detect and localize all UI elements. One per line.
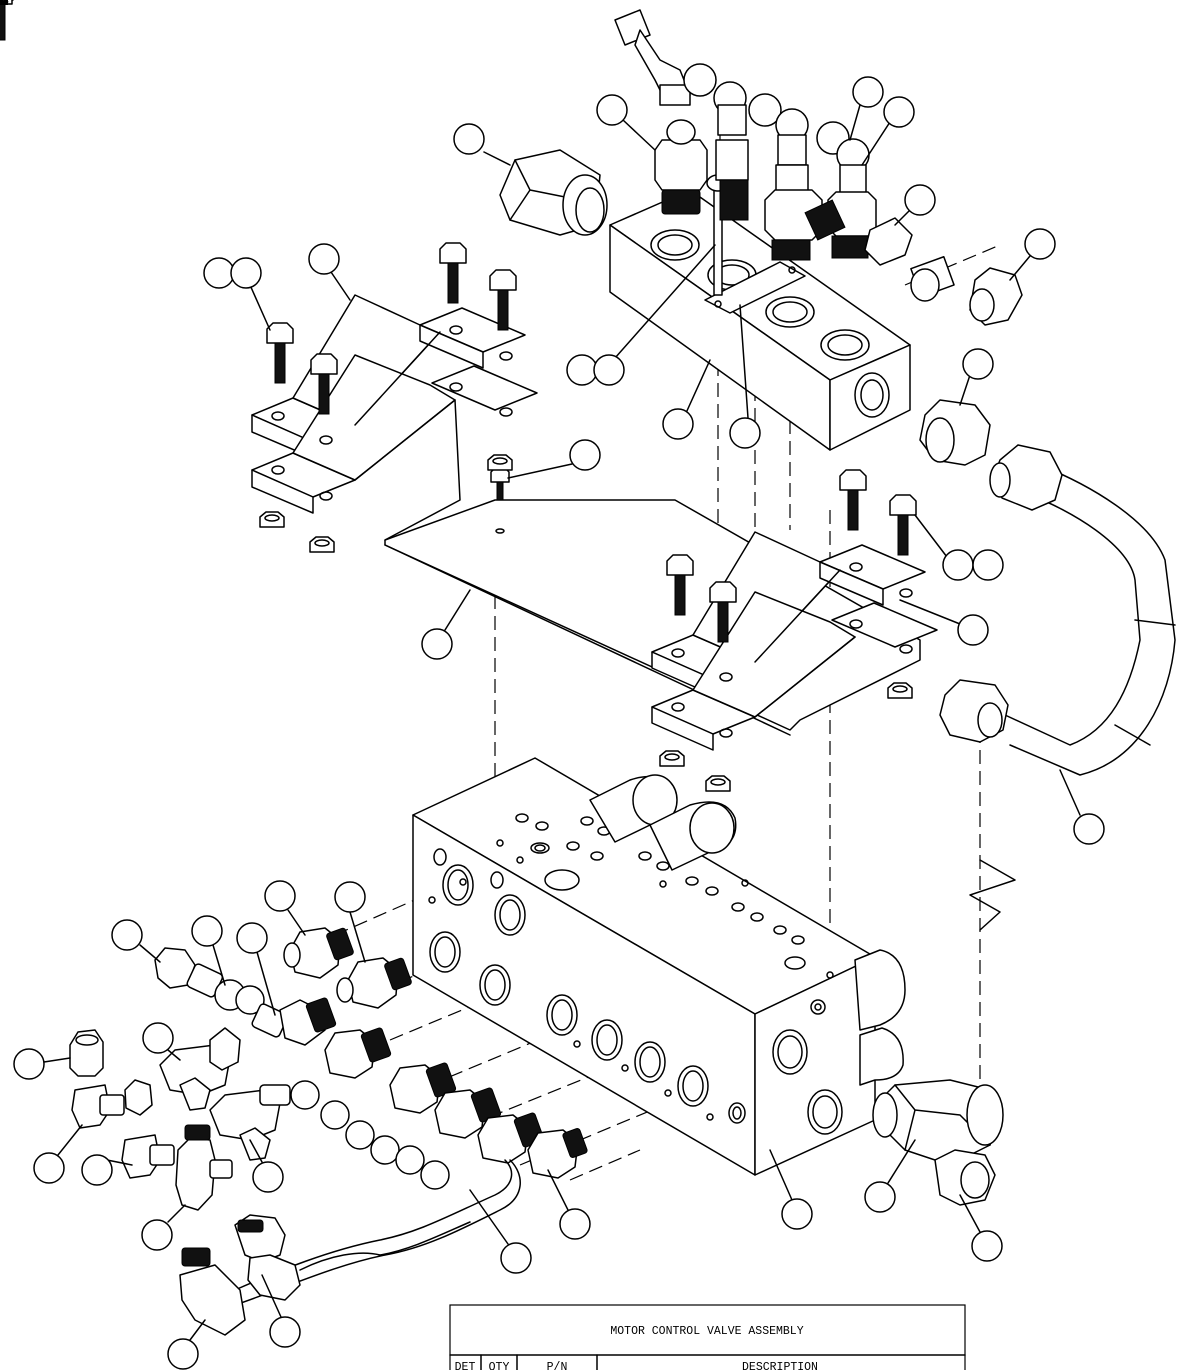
balloon-4: 4: [0, 0, 711, 440]
svg-text:16: 16: [0, 0, 9, 9]
svg-text:11: 11: [0, 0, 9, 9]
svg-text:16: 16: [0, 0, 9, 9]
balloon-9: 9: [0, 0, 936, 226]
title-block-title: MOTOR CONTROL VALVE ASSEMBLY: [610, 1325, 803, 1338]
balloon-14: 14: [0, 0, 716, 386]
main-manifold-block: [412, 757, 906, 1176]
balloon-15: 15: [0, 0, 601, 479]
clamp-right: [651, 531, 938, 751]
balloon-8: 8: [0, 0, 284, 1193]
svg-text:3: 3: [0, 0, 5, 9]
balloon-20: 20: [0, 0, 1105, 845]
svg-text:11: 11: [0, 0, 9, 9]
svg-text:18: 18: [0, 0, 9, 9]
svg-text:20: 20: [0, 0, 9, 9]
fitting-large-lower: [872, 1079, 1004, 1206]
balloon-9: 9: [0, 0, 591, 1240]
svg-text:17: 17: [0, 0, 9, 9]
column-qty: QTY: [489, 1361, 510, 1370]
svg-text:13: 13: [0, 0, 9, 9]
callout-balloons: 10 9 11 12 9 6 7 17 16: [0, 0, 1105, 1370]
svg-text:2: 2: [0, 0, 5, 9]
balloon-9: 9: [0, 0, 656, 151]
upper-manifold-block: [609, 174, 911, 451]
balloon-12: 12: [0, 0, 532, 1274]
svg-text:9: 9: [0, 0, 5, 9]
svg-text:11: 11: [0, 0, 9, 9]
svg-text:5: 5: [0, 0, 5, 9]
svg-text:13: 13: [0, 0, 9, 9]
column-description: DESCRIPTION: [742, 1361, 818, 1370]
svg-text:1: 1: [0, 0, 5, 9]
balloon-17: 17: [0, 0, 1004, 581]
svg-text:19: 19: [0, 0, 9, 9]
svg-text:6: 6: [0, 0, 5, 9]
svg-text:7: 7: [0, 0, 5, 9]
svg-text:15: 15: [0, 0, 9, 9]
balloon-16: 16: [0, 0, 271, 331]
balloon-16: 16: [0, 0, 974, 581]
upper-fittings: [614, 9, 1023, 466]
svg-text:9: 9: [0, 0, 5, 9]
balloon-13: 13: [0, 0, 83, 1184]
balloon-7: 7: [0, 0, 1003, 1262]
svg-text:12: 12: [0, 0, 9, 9]
balloon-12: 12: [0, 0, 226, 986]
svg-text:8: 8: [0, 0, 5, 9]
balloon-17: 17: [0, 0, 235, 289]
balloon-6: 6: [0, 0, 1056, 281]
column-det: DET: [455, 1361, 476, 1370]
balloon-12: 12: [0, 0, 915, 166]
svg-text:12: 12: [0, 0, 9, 9]
svg-text:9: 9: [0, 0, 5, 9]
balloon-19: 19: [0, 0, 206, 1370]
balloon-5: 5: [0, 0, 813, 1230]
column-pn: P/N: [547, 1361, 568, 1370]
balloon-10: 10: [0, 0, 511, 166]
svg-text:10: 10: [0, 0, 9, 9]
svg-text:13: 13: [0, 0, 9, 9]
svg-text:7: 7: [0, 0, 5, 9]
balloon-9: 9: [0, 0, 306, 936]
svg-text:14: 14: [0, 0, 9, 9]
title-block: MOTOR CONTROL VALVE ASSEMBLY DET QTY P/N…: [449, 1304, 966, 1370]
balloon-11: 11: [0, 0, 884, 141]
svg-text:1: 1: [0, 0, 5, 9]
balloon-1: 1: [0, 0, 351, 301]
balloon-13: 13: [0, 0, 301, 1348]
hose-assembly: [939, 444, 1176, 776]
svg-text:10: 10: [0, 0, 9, 9]
balloon-18: 18: [0, 0, 471, 660]
balloon-10: 10: [0, 0, 916, 1213]
clamp-left: [251, 294, 538, 541]
balloon-12: 12: [0, 0, 276, 1016]
nuts: [0, 0, 913, 792]
lower-fittings: [69, 927, 588, 1336]
svg-text:12: 12: [0, 0, 9, 9]
svg-text:8: 8: [0, 0, 5, 9]
balloon-2: 2: [0, 0, 761, 449]
balloon-8: 8: [0, 0, 181, 1061]
svg-text:8: 8: [0, 0, 5, 9]
svg-text:9: 9: [0, 0, 5, 9]
svg-text:17: 17: [0, 0, 9, 9]
balloon-11: 11: [0, 0, 71, 1080]
svg-text:12: 12: [0, 0, 9, 9]
balloon-9: 9: [0, 0, 366, 963]
svg-text:9: 9: [0, 0, 5, 9]
balloon-11: 11: [0, 0, 161, 963]
fitting-large-upper: [499, 149, 608, 236]
balloon-7: 7: [0, 0, 994, 406]
svg-text:4: 4: [0, 0, 5, 9]
balloon-13: 13: [0, 0, 133, 1186]
balloon-8: 8: [0, 0, 186, 1251]
balloon-1: 1: [0, 0, 989, 646]
